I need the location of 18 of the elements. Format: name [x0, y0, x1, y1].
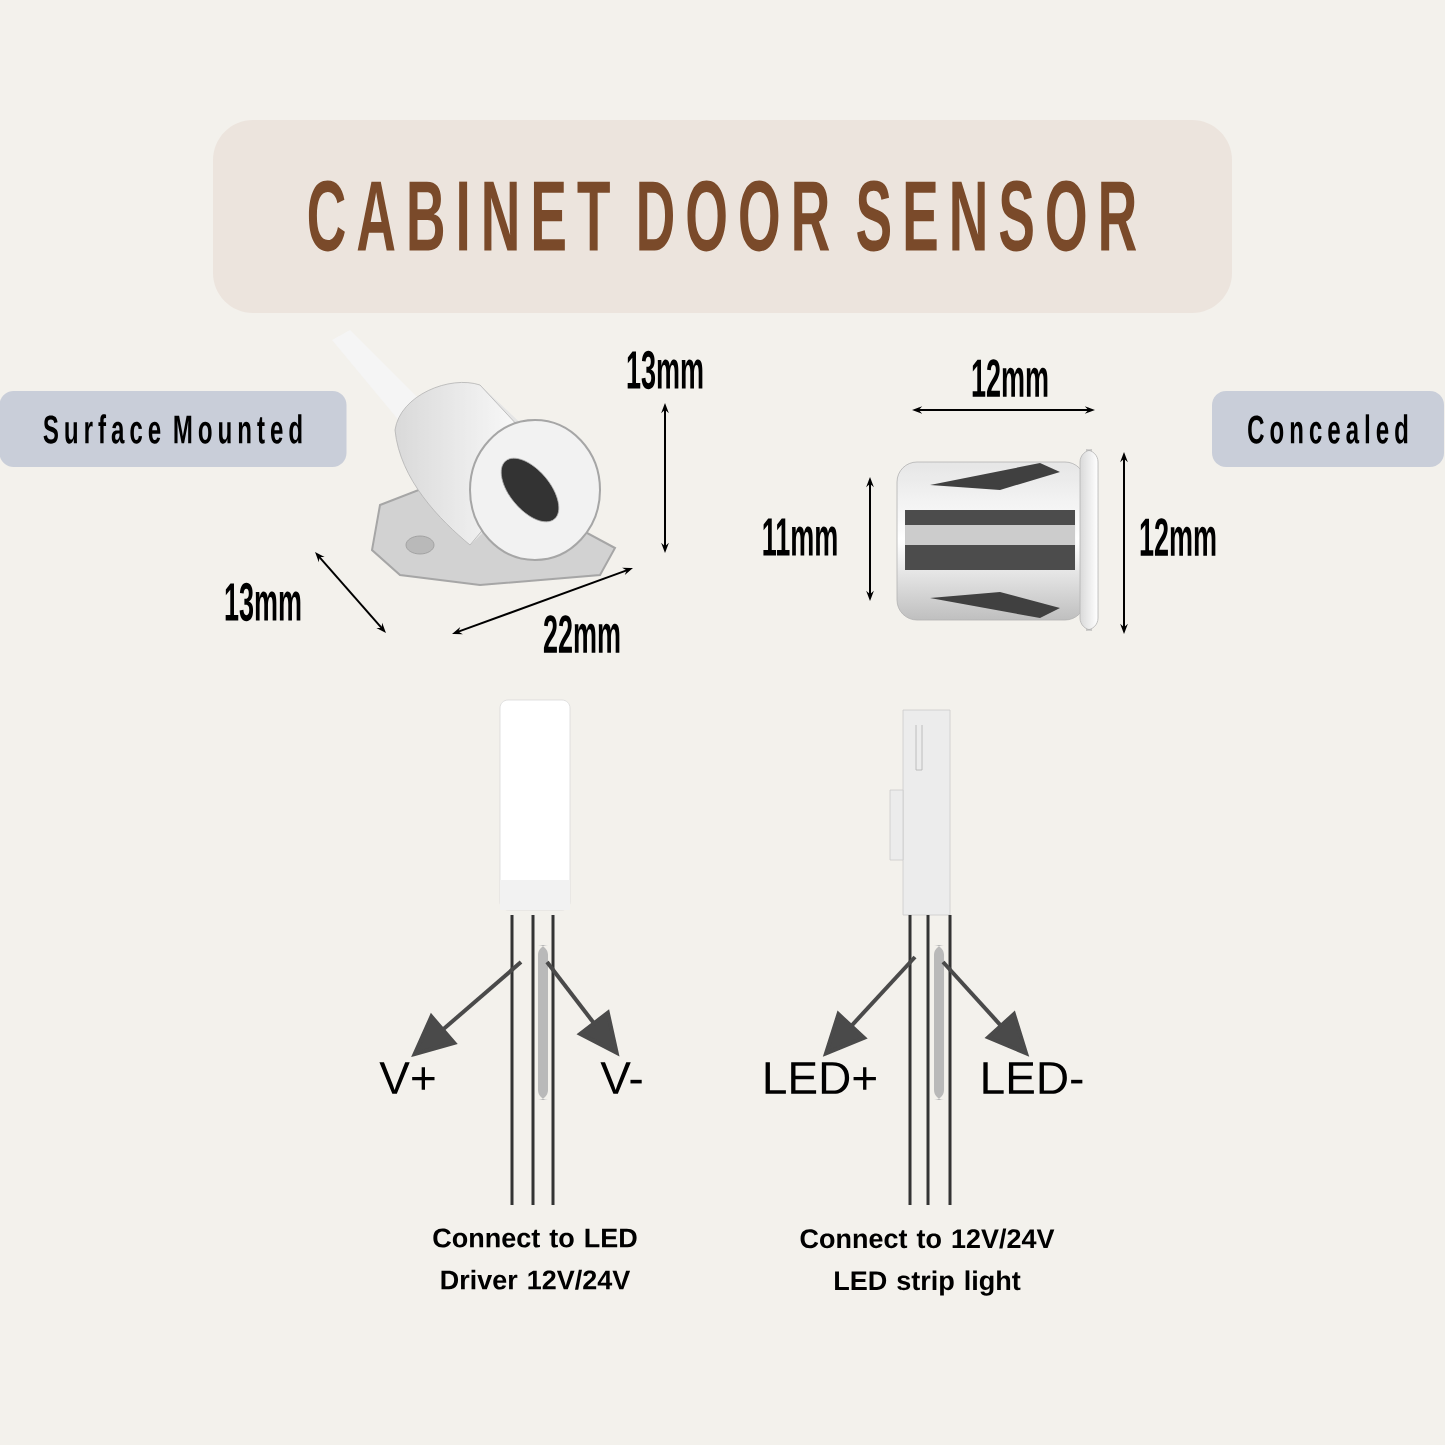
dimension-label: 11mm [763, 518, 837, 556]
terminal-label: LED- [983, 1062, 1083, 1094]
terminal-label: LED+ [765, 1062, 876, 1094]
connector-drawing [499, 699, 571, 1205]
connector-drawing [889, 709, 952, 1205]
caption-text: Connect to 12V/24V LED strip light [800, 1228, 1055, 1296]
dimension-label: 12mm [1140, 518, 1216, 556]
tag-label: Concealed [1212, 391, 1444, 467]
dimension-label: 22mm [543, 615, 620, 653]
sensor-drawing [332, 330, 617, 586]
dimension-label: 13mm [225, 582, 301, 622]
tag-label: Surface Mounted [0, 391, 347, 467]
terminal-label: V- [600, 1062, 642, 1094]
caption-text: Connect to LED Driver 12V/24V [433, 1228, 637, 1290]
sensor-drawing [896, 449, 1099, 631]
title-banner: CABINET DOOR SENSOR [213, 120, 1232, 313]
terminal-label: V+ [379, 1062, 435, 1094]
dimension-label: 12mm [972, 359, 1048, 397]
